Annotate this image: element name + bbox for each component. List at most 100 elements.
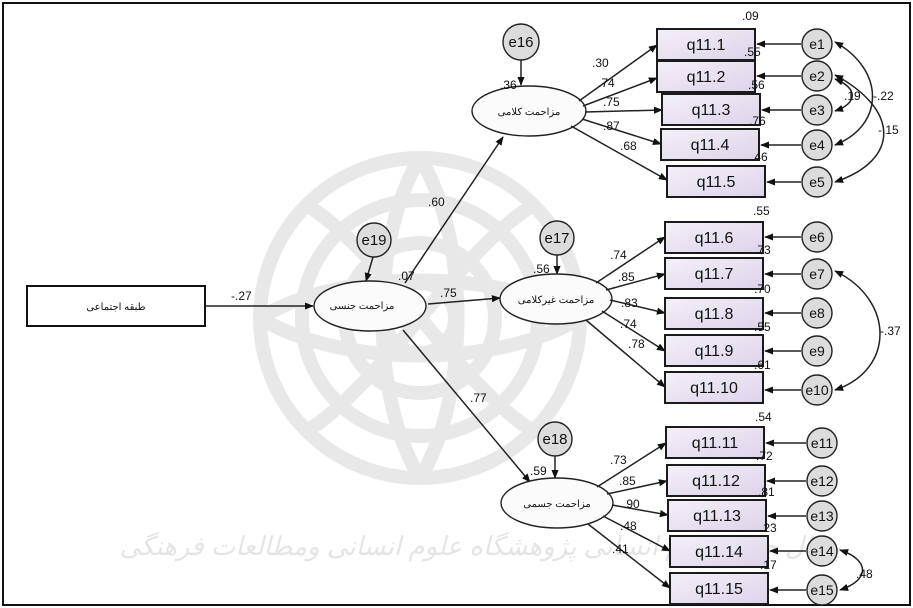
error-circle [801,297,833,329]
latent-physical-r2: .59 [530,464,547,478]
error-circle [801,28,833,60]
error-label: e1 [809,36,825,52]
indicator-box [666,464,766,497]
cov-e2-e3-value: .19 [844,89,861,103]
indicator-label: q11.7 [695,266,734,283]
indicator-r2: .54 [755,410,772,424]
error-label: e6 [809,229,825,245]
indicator-box [656,60,756,93]
latent-total [313,280,427,332]
error-circle [806,465,838,497]
cov-e7-e10-value: -.37 [880,324,901,338]
cov-e2-e5 [834,74,885,183]
exogenous-box [26,285,206,327]
indicator-label: q11.5 [697,174,736,191]
error-circle [806,574,838,606]
error-label: e9 [809,343,825,359]
indicator-box [664,257,764,290]
error-label: e5 [809,174,825,190]
latent-nonverbal-label: مزاحمت غیرکلامی [518,295,594,306]
error-label: e10 [805,382,829,398]
indicator-box [664,334,764,367]
loading-value: .74 [610,248,627,262]
indicator-r2: .55 [754,320,771,334]
indicator-group-nonverbal: .74 .85 .83 .74 .78 q11.6 q11.7 q11.8 q1… [585,204,833,406]
error-label: e3 [809,102,825,118]
cov-e7-e10 [834,270,881,391]
error-e17-label: e17 [544,230,569,247]
latent-total-label: مزاحمت جنسی [330,301,395,312]
error-circle [801,60,833,92]
indicator-box [664,371,764,404]
loading-arrow [601,310,666,352]
latent-total-r2: .07 [398,269,415,283]
indicator-label: q11.12 [692,473,740,490]
loading-value: .68 [620,139,637,153]
indicator-label: q11.2 [687,69,726,86]
loading-value: .74 [620,317,637,331]
loading-value: .85 [619,474,636,488]
error-e16 [502,23,540,61]
path-total-nonverbal [427,295,501,305]
error-e18-label: e18 [542,431,567,448]
cov-e1-e4-value: -.22 [873,89,894,103]
loading-value: .87 [603,119,620,133]
indicator-r2: .46 [751,150,768,164]
indicator-label: q11.13 [693,508,741,525]
error-e18 [537,421,573,457]
latent-nonverbal [499,273,613,325]
path-total-verbal [404,136,504,284]
indicator-r2: .81 [758,485,775,499]
indicator-box [664,297,764,330]
indicator-label: q11.6 [695,230,734,247]
indicator-label: q11.14 [695,544,743,561]
indicator-box [661,93,761,126]
indicator-r2: .56 [748,78,765,92]
error-circle [801,166,833,198]
error-circle [806,427,838,459]
indicator-r2: .72 [756,449,773,463]
loading-arrow [596,442,667,488]
loading-arrow [609,299,666,315]
latent-physical-label: مزاحمت جسمی [523,499,590,510]
loading-arrow [585,319,666,388]
loading-value: .30 [592,56,609,70]
indicator-group-verbal: .30 .74 .75 .87 .68 q11.1 q11.2 q11.3 q1… [570,9,833,198]
indicator-label: q11.8 [695,306,734,323]
error-label: e4 [809,137,825,153]
indicator-r2: .09 [742,9,759,23]
loading-arrow [606,479,668,495]
latent-verbal [471,85,587,137]
error-circle [806,500,838,532]
indicator-r2: .17 [760,558,777,572]
indicator-r2: .55 [744,45,761,59]
cov-e2-e5-value: -.15 [878,123,899,137]
indicator-r2: .23 [760,521,777,535]
latent-nonverbal-r2: .56 [533,262,550,276]
indicator-label: q11.15 [695,581,743,598]
indicator-label: q11.3 [692,102,731,119]
indicator-group-physical: .73 .85 .90 .48 .41 q11.11 q11.12 q11.13… [587,410,838,606]
error-circle [801,374,833,406]
loading-arrow [602,515,671,552]
error-e17 [539,220,575,256]
latent-verbal-label: مزاحمت کلامی [498,107,561,118]
error-label: e12 [810,473,834,489]
indicator-box [665,426,765,459]
loading-value: .90 [623,497,640,511]
path-total-physical [402,329,531,483]
loading-value: .41 [612,542,629,556]
loading-value: .75 [603,95,620,109]
indicator-label: q11.9 [695,343,734,360]
latent-verbal-r2: .36 [500,78,517,92]
loading-arrow [605,272,666,291]
loading-arrow [611,504,669,518]
path-e19-total [364,256,374,282]
cov-e14-e15 [839,549,864,591]
indicator-box [669,535,769,568]
indicator-r2: .55 [753,204,770,218]
loading-arrow [587,523,671,589]
error-circle [801,94,833,126]
